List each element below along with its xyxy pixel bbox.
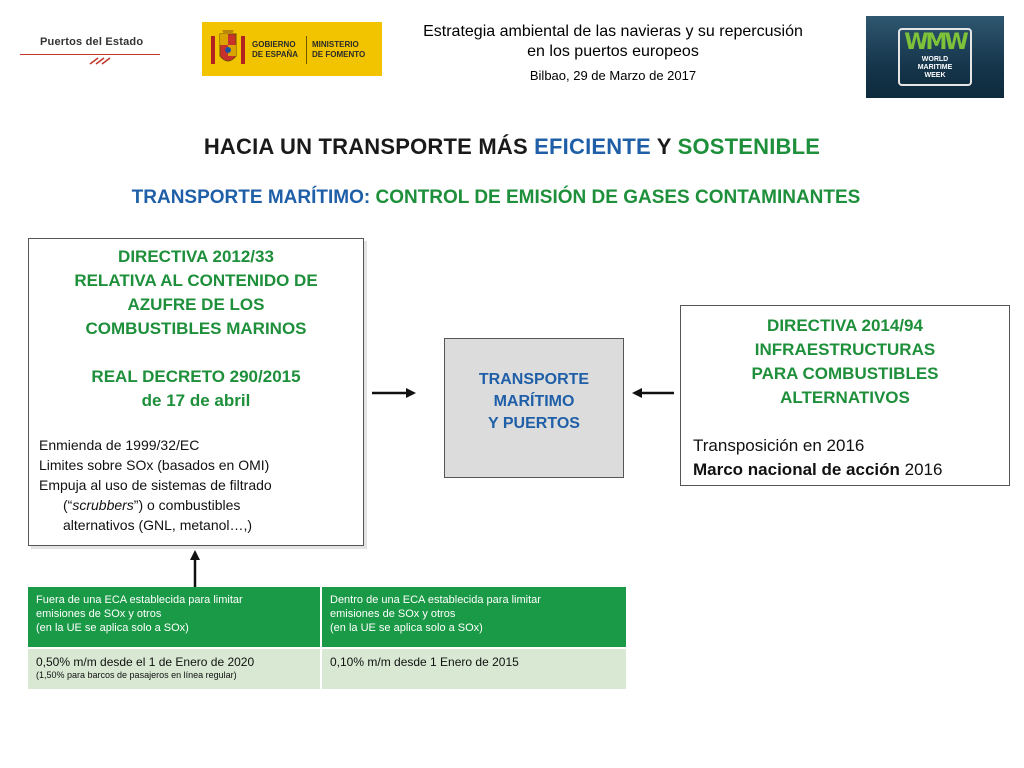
eca-sulphur-limits-table: Fuera de una ECA establecida para limita…: [28, 587, 626, 689]
directive-2014-94-details: Transposición en 2016 Marco nacional de …: [693, 434, 1003, 482]
logo-separator: [306, 36, 307, 64]
table-row: 0,50% m/m desde el 1 de Enero de 2020 (1…: [28, 647, 626, 689]
puertos-logo-text: Puertos del Estado: [40, 36, 143, 48]
coat-of-arms-icon: [208, 28, 248, 70]
table-cell: 0,10% m/m desde 1 Enero de 2015: [322, 647, 626, 689]
list-item: Transposición en 2016: [693, 434, 1003, 458]
directive-2012-33-box: DIRECTIVA 2012/33 RELATIVA AL CONTENIDO …: [28, 238, 364, 546]
table-header-cell: Dentro de una ECA establecida para limit…: [322, 587, 626, 647]
directive-2014-94-heading: DIRECTIVA 2014/94 INFRAESTRUCTURAS PARA …: [681, 314, 1009, 410]
logo-divider: [20, 54, 160, 55]
list-item: Empuja al uso de sistemas de filtrado: [39, 475, 359, 495]
transporte-maritimo-label: TRANSPORTE MARÍTIMO Y PUERTOS: [445, 369, 623, 435]
directive-details-list: Enmienda de 1999/32/EC Limites sobre SOx…: [39, 435, 359, 535]
wmw-mark: WMW: [902, 30, 968, 55]
puertos-del-estado-logo: Puertos del Estado: [20, 30, 160, 70]
event-title: Estrategia ambiental de las navieras y s…: [398, 22, 828, 62]
directive-2012-33-heading: DIRECTIVA 2012/33 RELATIVA AL CONTENIDO …: [29, 245, 363, 341]
list-item-continuation: (“scrubbers”) o combustibles: [39, 495, 359, 515]
gobierno-espana-logo: GOBIERNO DE ESPAÑA MINISTERIO DE FOMENTO: [202, 22, 382, 76]
gobierno-text: GOBIERNO DE ESPAÑA: [252, 40, 298, 60]
table-header-cell: Fuera de una ECA establecida para limita…: [28, 587, 322, 647]
event-date: Bilbao, 29 de Marzo de 2017: [398, 68, 828, 83]
table-cell: 0,50% m/m desde el 1 de Enero de 2020 (1…: [28, 647, 322, 689]
puertos-mark-icon: [88, 56, 114, 66]
list-item-continuation: alternativos (GNL, metanol…,): [39, 515, 359, 535]
table-header-row: Fuera de una ECA establecida para limita…: [28, 587, 626, 647]
real-decreto-heading: REAL DECRETO 290/2015 de 17 de abril: [29, 365, 363, 413]
list-item: Enmienda de 1999/32/EC: [39, 435, 359, 455]
arrow-left-icon: [632, 386, 674, 400]
slide-title: HACIA UN TRANSPORTE MÁS EFICIENTE Y SOST…: [0, 134, 1024, 160]
list-item: Limites sobre SOx (basados en OMI): [39, 455, 359, 475]
arrow-right-icon: [372, 386, 418, 400]
list-item: Marco nacional de acción 2016: [693, 458, 1003, 482]
slide-subtitle: TRANSPORTE MARÍTIMO: CONTROL DE EMISIÓN …: [0, 187, 992, 209]
transporte-maritimo-box: TRANSPORTE MARÍTIMO Y PUERTOS: [444, 338, 624, 478]
arrow-up-icon: [188, 550, 202, 588]
directive-2014-94-box: DIRECTIVA 2014/94 INFRAESTRUCTURAS PARA …: [680, 305, 1010, 486]
world-maritime-week-logo: WMW WORLD MARITIME WEEK: [866, 16, 1004, 98]
wmw-text: WORLD MARITIME WEEK: [902, 56, 968, 80]
ministerio-text: MINISTERIO DE FOMENTO: [312, 40, 365, 60]
